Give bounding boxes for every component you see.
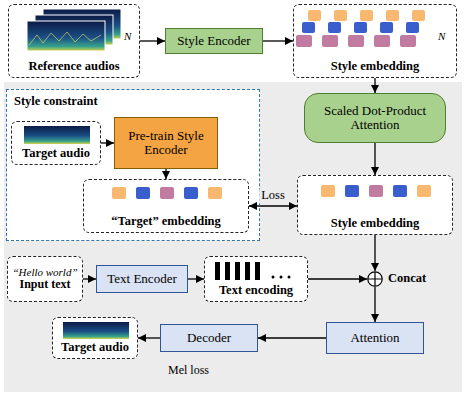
- embedding-cell: [136, 187, 150, 199]
- embedding-cell: [321, 185, 335, 197]
- embedding-cell: [369, 185, 383, 197]
- embedding-cell: [160, 187, 174, 199]
- encoder-box: Text Encoder: [96, 265, 188, 293]
- node-label: Scaled Dot-Product Attention: [309, 104, 441, 133]
- connector-arrow: [101, 142, 114, 143]
- connector-arrow: [138, 337, 160, 338]
- concat-plus: [368, 272, 382, 286]
- spectrogram-trace: [29, 32, 101, 45]
- spectrogram: [27, 21, 105, 51]
- audio-group: Target audio: [11, 121, 101, 165]
- node-label: Style constraint: [14, 95, 98, 109]
- embedding-cell: [184, 187, 198, 199]
- connector-arrow: [165, 169, 166, 179]
- node-label: Target audio: [61, 341, 129, 355]
- connector-arrow: [140, 40, 165, 41]
- encoder-box: Style Encoder: [165, 28, 263, 54]
- node-label: “Hello world”: [12, 266, 77, 278]
- count-label: N: [124, 30, 131, 42]
- connector-arrow: [374, 143, 375, 175]
- embedding-cell: [345, 185, 359, 197]
- connector-arrow: [188, 278, 204, 279]
- concat-symbol: [367, 271, 383, 287]
- embedding-group: “Target” embedding: [83, 179, 249, 233]
- node-label: Decoder: [187, 331, 231, 345]
- constraint-region: Style constraint Target audio Pre-train S…: [6, 89, 260, 241]
- audio-group: Target audio: [52, 317, 138, 359]
- concat-node: Concat: [367, 271, 383, 287]
- node-label: Concat: [388, 272, 426, 286]
- node-label: “Target” embedding: [111, 215, 221, 229]
- node-label: Pre-train Style Encoder: [119, 129, 213, 158]
- embedding-group: Style embedding: [293, 4, 457, 78]
- count-label: N: [438, 30, 445, 42]
- attention-box: Scaled Dot-Product Attention: [304, 93, 446, 143]
- concat-circle: [368, 272, 382, 286]
- region-fill: [6, 89, 260, 241]
- decoder-box: Decoder: [160, 324, 258, 352]
- connector-arrow: [263, 40, 293, 41]
- node-label: Style embedding: [331, 60, 420, 74]
- embedding-cell: [393, 185, 407, 197]
- loss-label: Mel loss: [168, 364, 209, 377]
- embedding-cell: [112, 187, 126, 199]
- spectrogram: [24, 126, 90, 144]
- spectrogram: [63, 322, 129, 339]
- node-label: Input text: [19, 278, 70, 291]
- connector-arrow: [83, 278, 96, 279]
- connector-arrow: [374, 235, 375, 271]
- input-group: “Hello world”Input text: [7, 256, 83, 302]
- connector-arrow: [374, 78, 375, 93]
- node-label: Style Encoder: [177, 34, 250, 48]
- encoding-bar: [215, 262, 291, 280]
- embedding-cell: [417, 185, 431, 197]
- embedding-row: [308, 10, 425, 21]
- node-label: Attention: [350, 331, 399, 345]
- node-label: Target audio: [22, 147, 90, 161]
- embedding-row: [296, 35, 416, 47]
- embedding-row: [302, 22, 419, 33]
- node-label: Style embedding: [331, 217, 420, 231]
- encoder-box: Pre-train Style Encoder: [114, 117, 218, 169]
- connector-arrow: [374, 287, 375, 322]
- node-label: Text encoding: [219, 284, 293, 298]
- edge-label: Loss: [259, 189, 287, 203]
- node-label: Text Encoder: [107, 272, 176, 286]
- audio-group: Reference audios: [8, 4, 140, 78]
- embedding-group: Style embedding: [297, 175, 453, 235]
- connector-arrow: [258, 337, 326, 338]
- embedding-cell: [208, 187, 222, 199]
- connector-arrow: [249, 205, 297, 206]
- connector-arrow: [308, 278, 367, 279]
- attention-box: Attention: [326, 322, 424, 354]
- encoding-group: Text encoding: [204, 256, 308, 302]
- background-panel: [4, 82, 462, 392]
- node-label: Reference audios: [28, 60, 119, 74]
